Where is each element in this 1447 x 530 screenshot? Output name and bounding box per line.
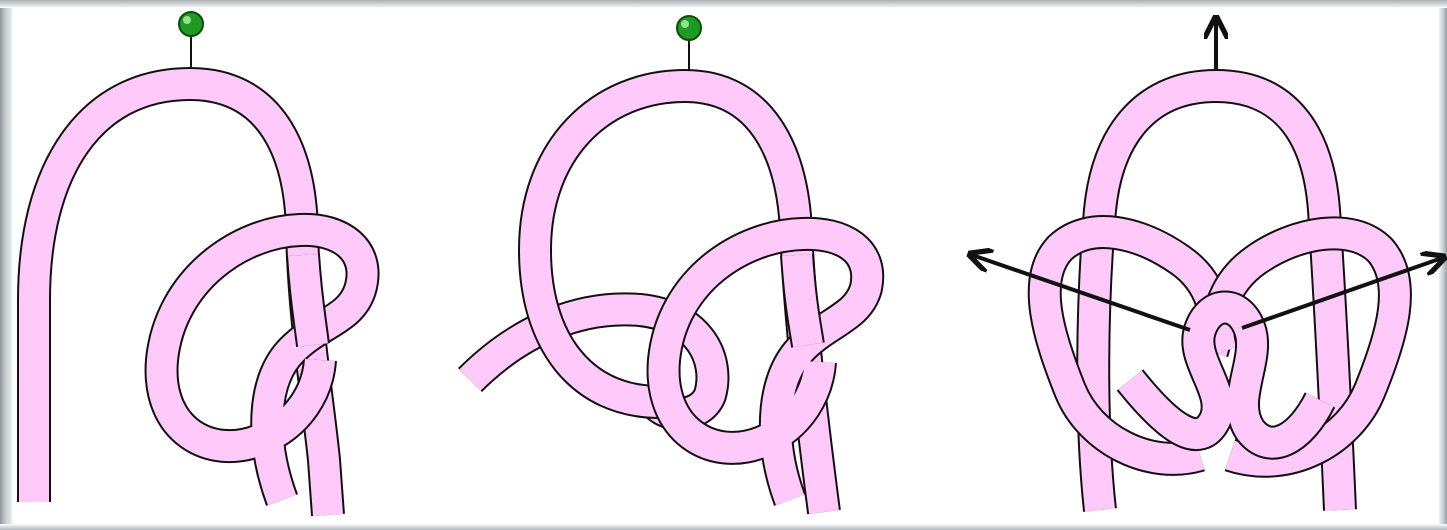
pin-icon bbox=[179, 12, 203, 36]
rope-strand-loop bbox=[664, 234, 868, 500]
rope-crossing-over bbox=[303, 255, 313, 345]
pin-highlight bbox=[183, 16, 191, 24]
rope-crossing-over bbox=[797, 255, 808, 345]
panel-step-2 bbox=[470, 16, 867, 512]
panel-step-1 bbox=[34, 12, 363, 515]
pin-highlight bbox=[681, 20, 689, 28]
pin-icon bbox=[677, 16, 701, 40]
panel-step-3 bbox=[972, 20, 1442, 510]
